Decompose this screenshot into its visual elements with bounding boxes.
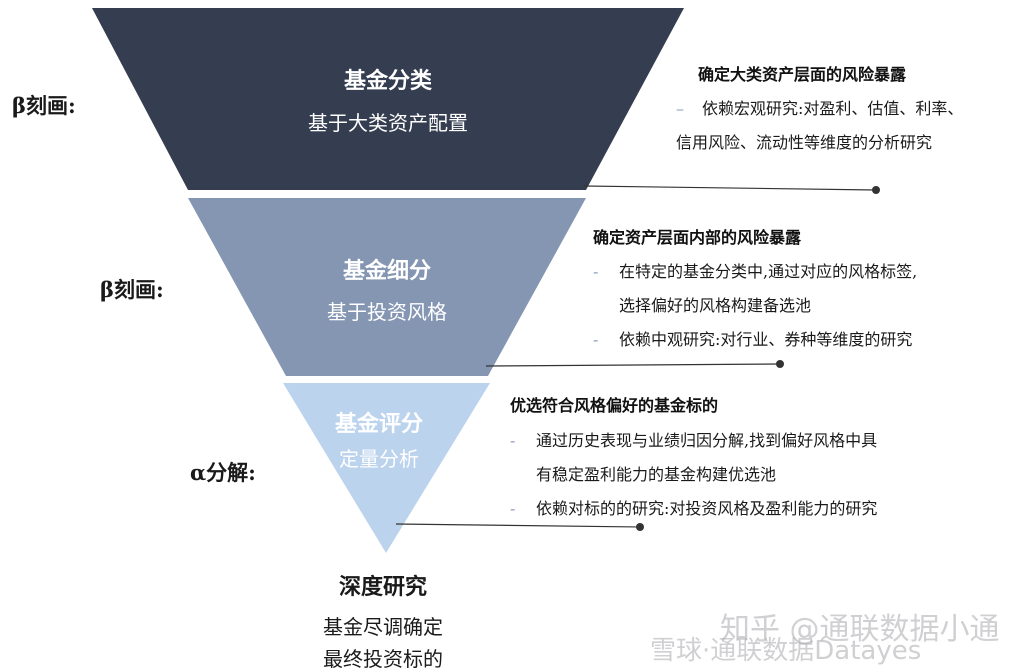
tier-1-subtitle: 基于大类资产配置 [308, 111, 468, 135]
tier-3-shape [283, 383, 490, 553]
tier-3-subtitle: 定量分析 [339, 447, 419, 471]
deep-research-line-2: 最终投资标的 [323, 647, 443, 671]
tier-1-title: 基金分类 [343, 69, 432, 94]
connector-2-dot [776, 360, 784, 368]
note-3-heading: 优选符合风格偏好的基金标的 [510, 396, 719, 415]
note-3-dash-1: - [510, 431, 516, 450]
tier-2-title: 基金细分 [342, 259, 431, 284]
note-1-line-2: 信用风险、流动性等维度的分析研究 [676, 133, 933, 152]
note-3-line-3: - 依赖对标的的研究:对投资风格及盈利能力的研究 [510, 495, 877, 519]
note-1-line-1-text: 依赖宏观研究:对盈利、估值、利率、 [702, 99, 964, 118]
note-2-line-1-text: 在特定的基金分类中,通过对应的风格标签, [619, 262, 918, 281]
tier-3-title: 基金评分 [334, 412, 423, 437]
connector-1-dot [872, 186, 880, 194]
watermark-xueqiu: 雪球·通联数据Datayes [650, 636, 922, 666]
connector-1 [583, 185, 877, 191]
note-3-line-1-text: 通过历史表现与业绩归因分解,找到偏好风格中具 [536, 431, 878, 450]
tier-1-shape [92, 8, 684, 190]
note-2-dash-2: - [593, 330, 599, 349]
connector-2 [485, 363, 781, 367]
note-2-line-2: 选择偏好的风格构建备选池 [619, 296, 812, 315]
connector-3 [395, 523, 641, 528]
tier-2-subtitle: 基于投资风格 [327, 300, 447, 324]
tier-2-side-label: β刻画: [100, 277, 164, 302]
tier-2-shape [188, 198, 586, 376]
note-2-line-1: - 在特定的基金分类中,通过对应的风格标签, [593, 258, 917, 282]
note-3-line-3-text: 依赖对标的的研究:对投资风格及盈利能力的研究 [536, 499, 878, 518]
note-2-line-3-text: 依赖中观研究:对行业、券种等维度的研究 [619, 330, 913, 349]
deep-research-title: 深度研究 [338, 575, 427, 600]
note-3-line-2: 有稳定盈利能力的基金构建优选池 [536, 465, 777, 484]
watermark-zhihu: 知乎 @通联数据小通 [720, 612, 1000, 647]
note-3-line-1: - 通过历史表现与业绩归因分解,找到偏好风格中具 [510, 427, 877, 451]
tier-1-side-label: β刻画: [12, 93, 76, 118]
connector-3-dot [636, 523, 644, 531]
note-2-heading: 确定资产层面内部的风险暴露 [593, 228, 802, 247]
note-1-heading: 确定大类资产层面的风险暴露 [698, 65, 907, 84]
note-3-dash-2: - [510, 499, 516, 518]
note-1-line-1: –依赖宏观研究:对盈利、估值、利率、 [676, 95, 963, 119]
note-2-line-3: - 依赖中观研究:对行业、券种等维度的研究 [593, 326, 912, 350]
note-1-dash: – [676, 99, 684, 118]
deep-research-line-1: 基金尽调确定 [323, 615, 443, 639]
tier-3-side-label: α分解: [190, 460, 256, 485]
note-2-dash-1: - [593, 262, 599, 281]
